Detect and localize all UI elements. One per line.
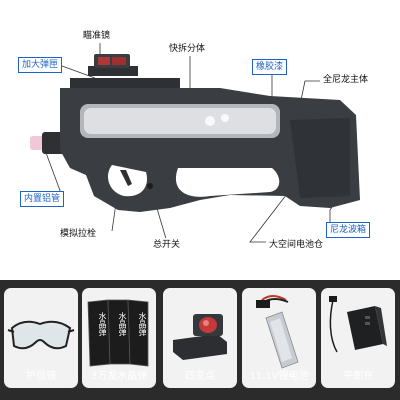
callout-charging-handle: 模拟拉栓: [57, 227, 100, 241]
callout-scope: 瞄准镜: [80, 29, 114, 43]
callout-big-magazine: 加大弹匣: [18, 57, 63, 73]
callout-quick-release: 快拆分体: [166, 42, 209, 56]
accessory-label-charger: 平衡充: [343, 371, 373, 382]
accessory-label-goggles: 护目镜: [26, 371, 56, 382]
gel-pack-text-2: 水晶弹: [118, 312, 127, 336]
main-switch-knob: [147, 183, 153, 189]
gel-ball-packs-icon: [87, 299, 149, 367]
callout-main-switch: 总开关: [150, 238, 184, 252]
grip-opening: [175, 168, 280, 197]
accessory-card-gel-balls: 水晶弹 水晶弹 水晶弹: [82, 288, 156, 388]
accessory-label-battery: 11.1V锂电池: [249, 371, 309, 382]
goggles-icon: [7, 320, 75, 350]
accessory-card-red-dot: [163, 288, 237, 388]
accessory-label-red-dot: 四变点: [185, 371, 215, 382]
trigger: [120, 170, 132, 186]
gel-pack-text-1: 水晶弹: [98, 312, 107, 336]
gun-illustration: [30, 42, 360, 243]
product-diagram: 瞄准镜 快拆分体 加大弹匣 橡胶漆 全尼龙主体 内置铝管 尼龙波箱 模拟拉栓 总…: [18, 29, 372, 252]
callout-rubber-paint: 橡胶漆: [252, 59, 288, 75]
gel-pack-text-3: 水晶弹: [138, 312, 147, 336]
accessory-label-gel-balls: 3万发水晶弹: [90, 371, 148, 382]
stock: [290, 118, 350, 198]
lithium-battery-icon: [256, 295, 299, 369]
accessory-card-goggles: [4, 288, 78, 388]
balance-charger-icon: [329, 296, 387, 353]
callout-nylon-body: 全尼龙主体: [320, 73, 372, 87]
callout-nylon-gearbox: 尼龙波箱: [326, 222, 371, 238]
accessory-card-charger: [321, 288, 395, 388]
accessory-card-battery: [242, 288, 316, 388]
top-rail: [70, 78, 180, 88]
callout-aluminum-tube: 内置铝管: [20, 191, 65, 207]
scope: [88, 54, 138, 76]
red-dot-sight-icon: [173, 314, 227, 360]
callout-battery-bay: 大空间电池仓: [266, 238, 327, 252]
